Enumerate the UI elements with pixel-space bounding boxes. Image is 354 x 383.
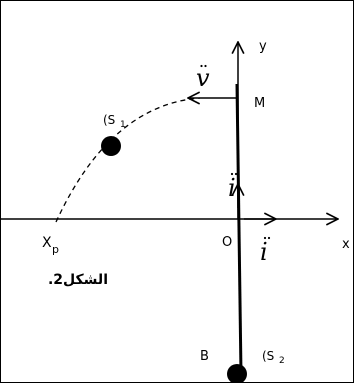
svg-text:i: i [260,238,268,266]
figure-caption: الشكل2. [48,272,108,288]
svg-text:(S: (S [262,349,274,363]
label-s1: (S 1 [103,113,126,130]
svg-text:p: p [52,243,59,256]
label-origin: O [222,235,232,250]
label-s2: (S 2 [262,349,285,366]
label-m: M [254,96,265,111]
trajectory-s1 [55,97,201,223]
label-xp: X p [42,235,59,256]
svg-text:1: 1 [120,120,126,130]
svg-text:v: v [196,64,210,92]
vector-i-upper-label: i [228,172,238,202]
svg-text:(S: (S [103,113,115,127]
mass-s2 [227,364,247,383]
rod-mb [235,83,243,375]
svg-text:X: X [42,235,52,251]
mass-s1 [101,136,121,156]
svg-text:i: i [228,174,236,202]
vector-i-lower-label: i [260,236,271,266]
y-axis-label: y [259,39,267,54]
vector-v-label: v [196,64,210,92]
x-axis-label: x [342,237,350,252]
label-b: B [200,349,209,364]
svg-text:2: 2 [279,356,285,366]
